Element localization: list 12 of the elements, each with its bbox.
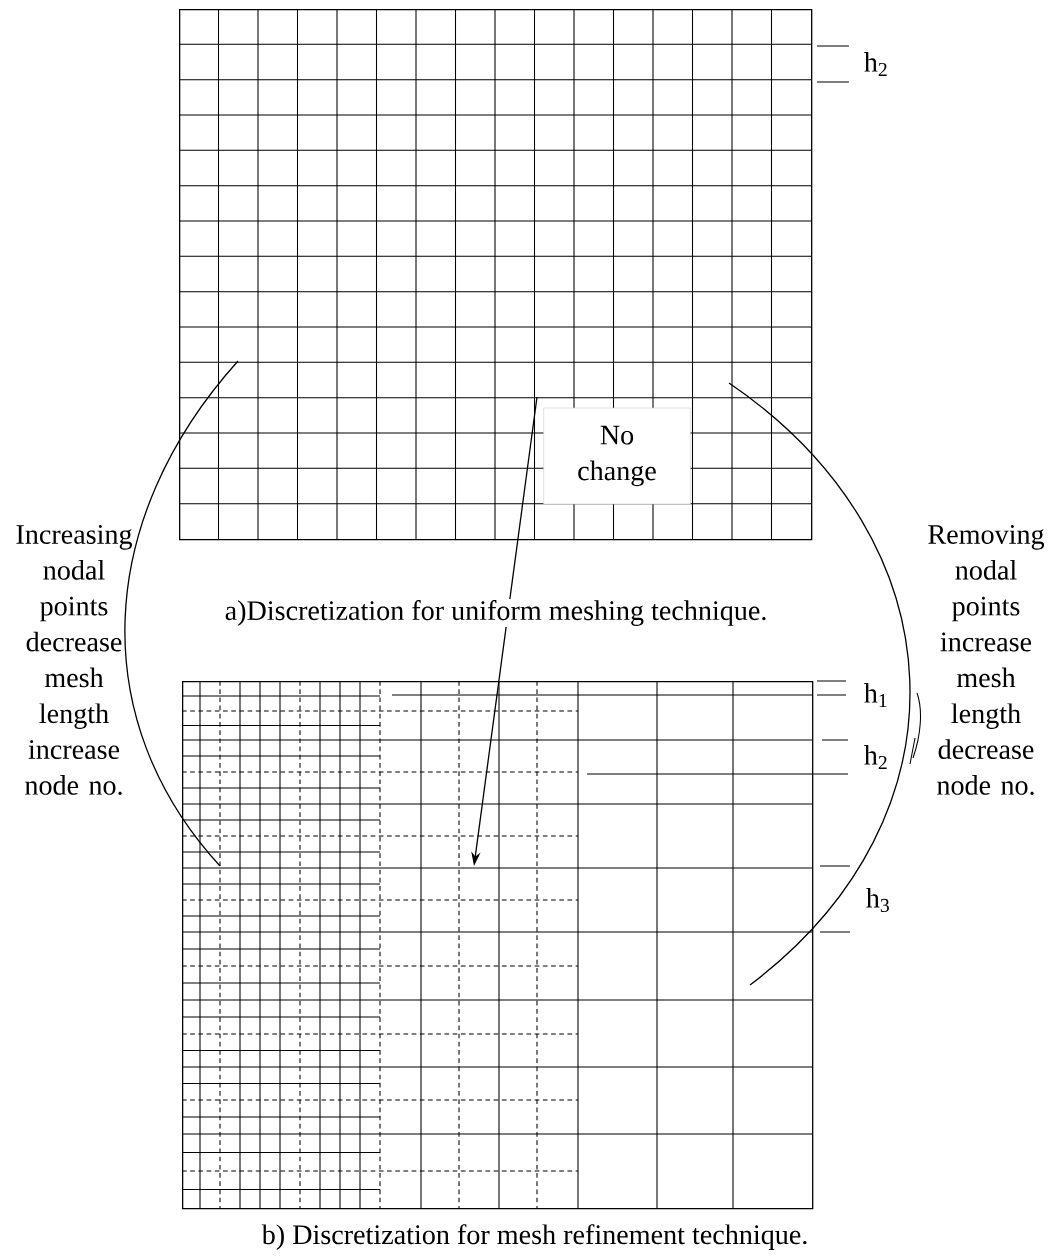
dimension-label: h$_{2}$	[864, 745, 887, 769]
dimension-label: h$_{3}$	[866, 887, 889, 913]
dimension-label: h$_{1}$	[864, 683, 887, 707]
refined-mesh-drawing	[181, 680, 814, 1210]
edge-label: No change	[543, 407, 691, 505]
dimension-label: h$_{2}$	[864, 52, 887, 76]
curved-line	[124, 360, 239, 867]
caption: b) Discretization for mesh refinement technique.	[260, 1222, 810, 1252]
uniform-mesh-drawing	[178, 8, 813, 541]
edge-label: Removing nodal points increase mesh length decrease node no.	[928, 525, 1045, 795]
edge-label: Increasing nodal points decrease mesh length increase node no.	[16, 525, 133, 795]
caption: a)Discretization for uniform meshing technique.	[223, 598, 769, 628]
